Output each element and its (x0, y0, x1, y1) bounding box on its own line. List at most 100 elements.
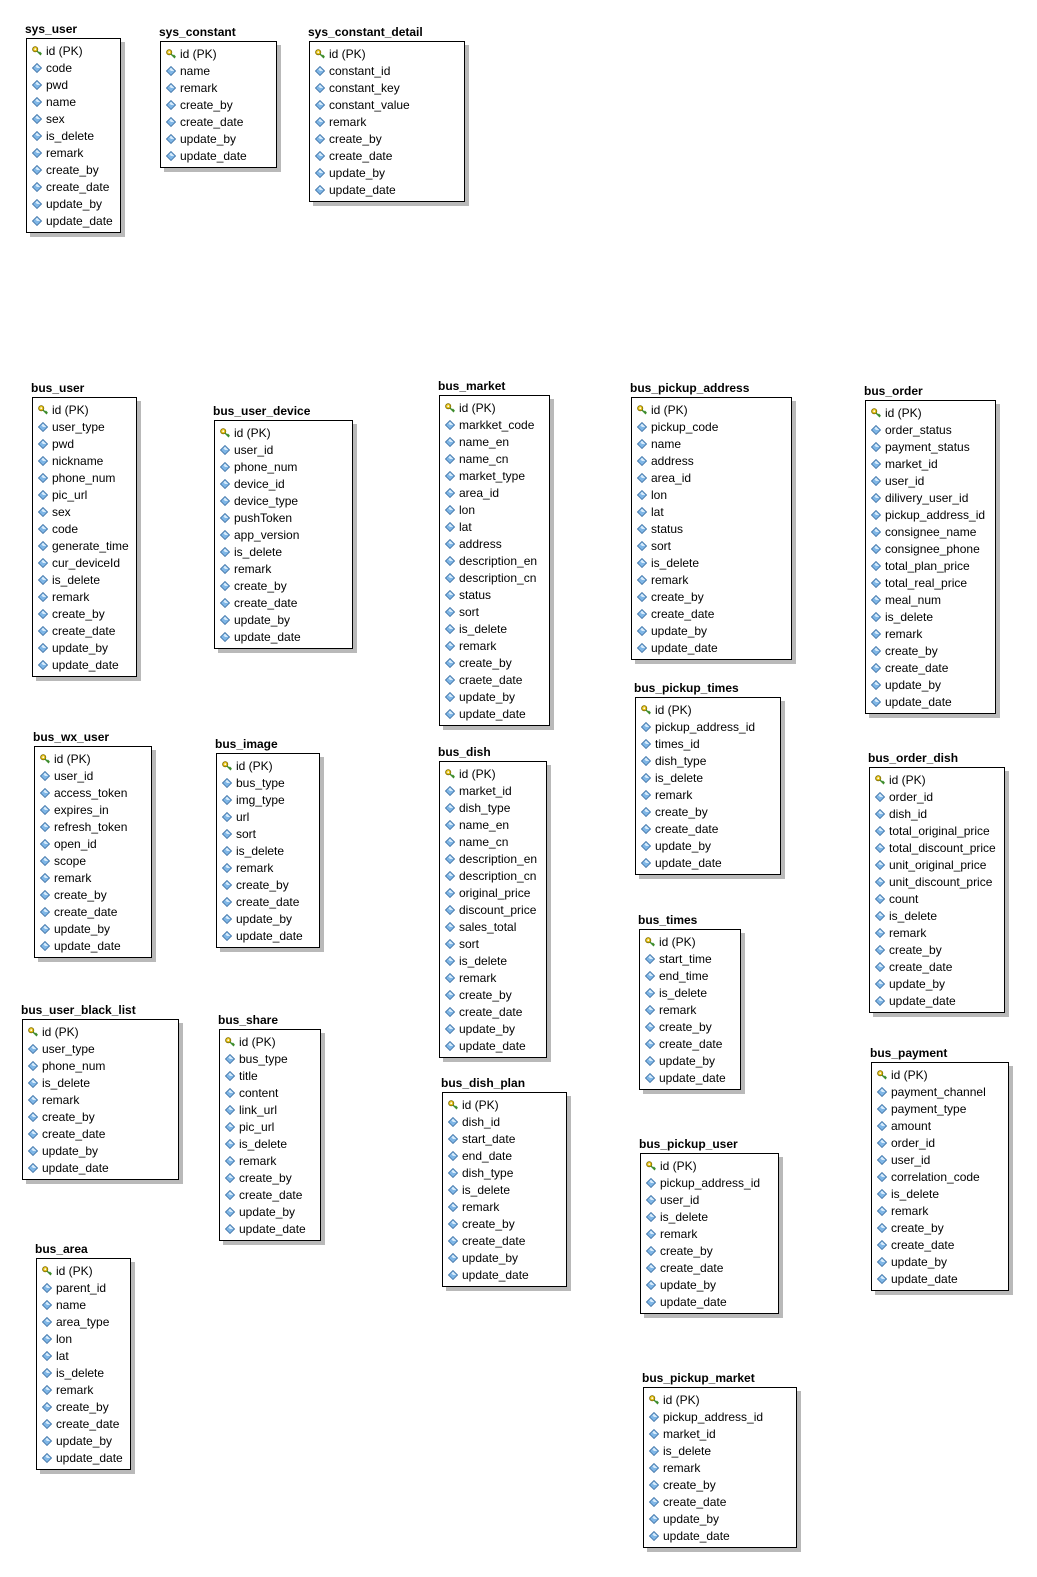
column-row[interactable]: count (870, 890, 1004, 907)
column-row[interactable]: is_delete (443, 1181, 566, 1198)
column-row[interactable]: remark (33, 588, 136, 605)
column-row[interactable]: create_by (443, 1215, 566, 1232)
column-row[interactable]: update_date (644, 1527, 796, 1544)
column-row[interactable]: parent_id (37, 1279, 130, 1296)
column-row[interactable]: update_date (27, 212, 120, 229)
column-row[interactable]: phone_num (33, 469, 136, 486)
column-row[interactable]: update_by (35, 920, 151, 937)
column-row[interactable]: remark (641, 1225, 778, 1242)
primary-key-row[interactable]: id (PK) (443, 1096, 566, 1113)
primary-key-row[interactable]: id (PK) (220, 1033, 320, 1050)
column-row[interactable]: remark (440, 969, 546, 986)
column-row[interactable]: pushToken (215, 509, 352, 526)
column-row[interactable]: create_date (35, 903, 151, 920)
column-row[interactable]: lat (440, 518, 549, 535)
column-row[interactable]: open_id (35, 835, 151, 852)
column-row[interactable]: name (37, 1296, 130, 1313)
column-row[interactable]: user_type (23, 1040, 178, 1057)
column-row[interactable]: create_by (35, 886, 151, 903)
column-row[interactable]: create_date (870, 958, 1004, 975)
primary-key-row[interactable]: id (PK) (440, 765, 546, 782)
primary-key-row[interactable]: id (PK) (37, 1262, 130, 1279)
column-row[interactable]: user_id (35, 767, 151, 784)
column-row[interactable]: create_date (33, 622, 136, 639)
column-row[interactable]: update_by (27, 195, 120, 212)
primary-key-row[interactable]: id (PK) (33, 401, 136, 418)
column-row[interactable]: discount_price (440, 901, 546, 918)
column-row[interactable]: market_id (440, 782, 546, 799)
column-row[interactable]: total_plan_price (866, 557, 995, 574)
column-row[interactable]: create_by (440, 654, 549, 671)
column-row[interactable]: phone_num (23, 1057, 178, 1074)
column-row[interactable]: end_date (443, 1147, 566, 1164)
primary-key-row[interactable]: id (PK) (632, 401, 791, 418)
column-row[interactable]: create_by (641, 1242, 778, 1259)
column-row[interactable]: craete_date (440, 671, 549, 688)
column-row[interactable]: update_by (217, 910, 319, 927)
column-row[interactable]: user_id (866, 472, 995, 489)
column-row[interactable]: dilivery_user_id (866, 489, 995, 506)
column-row[interactable]: update_date (220, 1220, 320, 1237)
column-row[interactable]: start_date (443, 1130, 566, 1147)
column-row[interactable]: name_cn (440, 450, 549, 467)
column-row[interactable]: generate_time (33, 537, 136, 554)
column-row[interactable]: is_delete (37, 1364, 130, 1381)
column-row[interactable]: create_date (644, 1493, 796, 1510)
column-row[interactable]: unit_discount_price (870, 873, 1004, 890)
column-row[interactable]: is_delete (215, 543, 352, 560)
column-row[interactable]: pickup_address_id (644, 1408, 796, 1425)
column-row[interactable]: sex (33, 503, 136, 520)
column-row[interactable]: order_id (870, 788, 1004, 805)
column-row[interactable]: remark (27, 144, 120, 161)
column-row[interactable]: create_date (872, 1236, 1008, 1253)
column-row[interactable]: update_by (440, 688, 549, 705)
column-row[interactable]: is_delete (217, 842, 319, 859)
column-row[interactable]: lon (632, 486, 791, 503)
column-row[interactable]: remark (872, 1202, 1008, 1219)
column-row[interactable]: is_delete (640, 984, 740, 1001)
column-row[interactable]: create_date (161, 113, 276, 130)
column-row[interactable]: create_date (310, 147, 464, 164)
column-row[interactable]: payment_status (866, 438, 995, 455)
column-row[interactable]: market_id (866, 455, 995, 472)
column-row[interactable]: create_by (310, 130, 464, 147)
column-row[interactable]: create_by (23, 1108, 178, 1125)
column-row[interactable]: amount (872, 1117, 1008, 1134)
column-row[interactable]: remark (161, 79, 276, 96)
column-row[interactable]: pickup_code (632, 418, 791, 435)
column-row[interactable]: sort (440, 935, 546, 952)
column-row[interactable]: create_date (632, 605, 791, 622)
column-row[interactable]: address (440, 535, 549, 552)
column-row[interactable]: update_by (443, 1249, 566, 1266)
column-row[interactable]: update_by (215, 611, 352, 628)
primary-key-row[interactable]: id (PK) (640, 933, 740, 950)
column-row[interactable]: update_by (866, 676, 995, 693)
column-row[interactable]: update_date (217, 927, 319, 944)
column-row[interactable]: name_cn (440, 833, 546, 850)
column-row[interactable]: is_delete (870, 907, 1004, 924)
column-row[interactable]: is_delete (220, 1135, 320, 1152)
column-row[interactable]: description_en (440, 552, 549, 569)
column-row[interactable]: create_date (217, 893, 319, 910)
column-row[interactable]: pickup_address_id (866, 506, 995, 523)
column-row[interactable]: create_by (220, 1169, 320, 1186)
column-row[interactable]: dish_type (636, 752, 780, 769)
column-row[interactable]: payment_type (872, 1100, 1008, 1117)
column-row[interactable]: update_date (870, 992, 1004, 1009)
column-row[interactable]: remark (440, 637, 549, 654)
column-row[interactable]: area_id (440, 484, 549, 501)
column-row[interactable]: remark (310, 113, 464, 130)
primary-key-row[interactable]: id (PK) (161, 45, 276, 62)
column-row[interactable]: total_original_price (870, 822, 1004, 839)
column-row[interactable]: remark (217, 859, 319, 876)
column-row[interactable]: update_date (443, 1266, 566, 1283)
column-row[interactable]: remark (866, 625, 995, 642)
column-row[interactable]: end_time (640, 967, 740, 984)
column-row[interactable]: is_delete (644, 1442, 796, 1459)
column-row[interactable]: update_by (872, 1253, 1008, 1270)
column-row[interactable]: name (27, 93, 120, 110)
column-row[interactable]: update_date (440, 705, 549, 722)
column-row[interactable]: description_en (440, 850, 546, 867)
column-row[interactable]: remark (632, 571, 791, 588)
column-row[interactable]: update_date (23, 1159, 178, 1176)
